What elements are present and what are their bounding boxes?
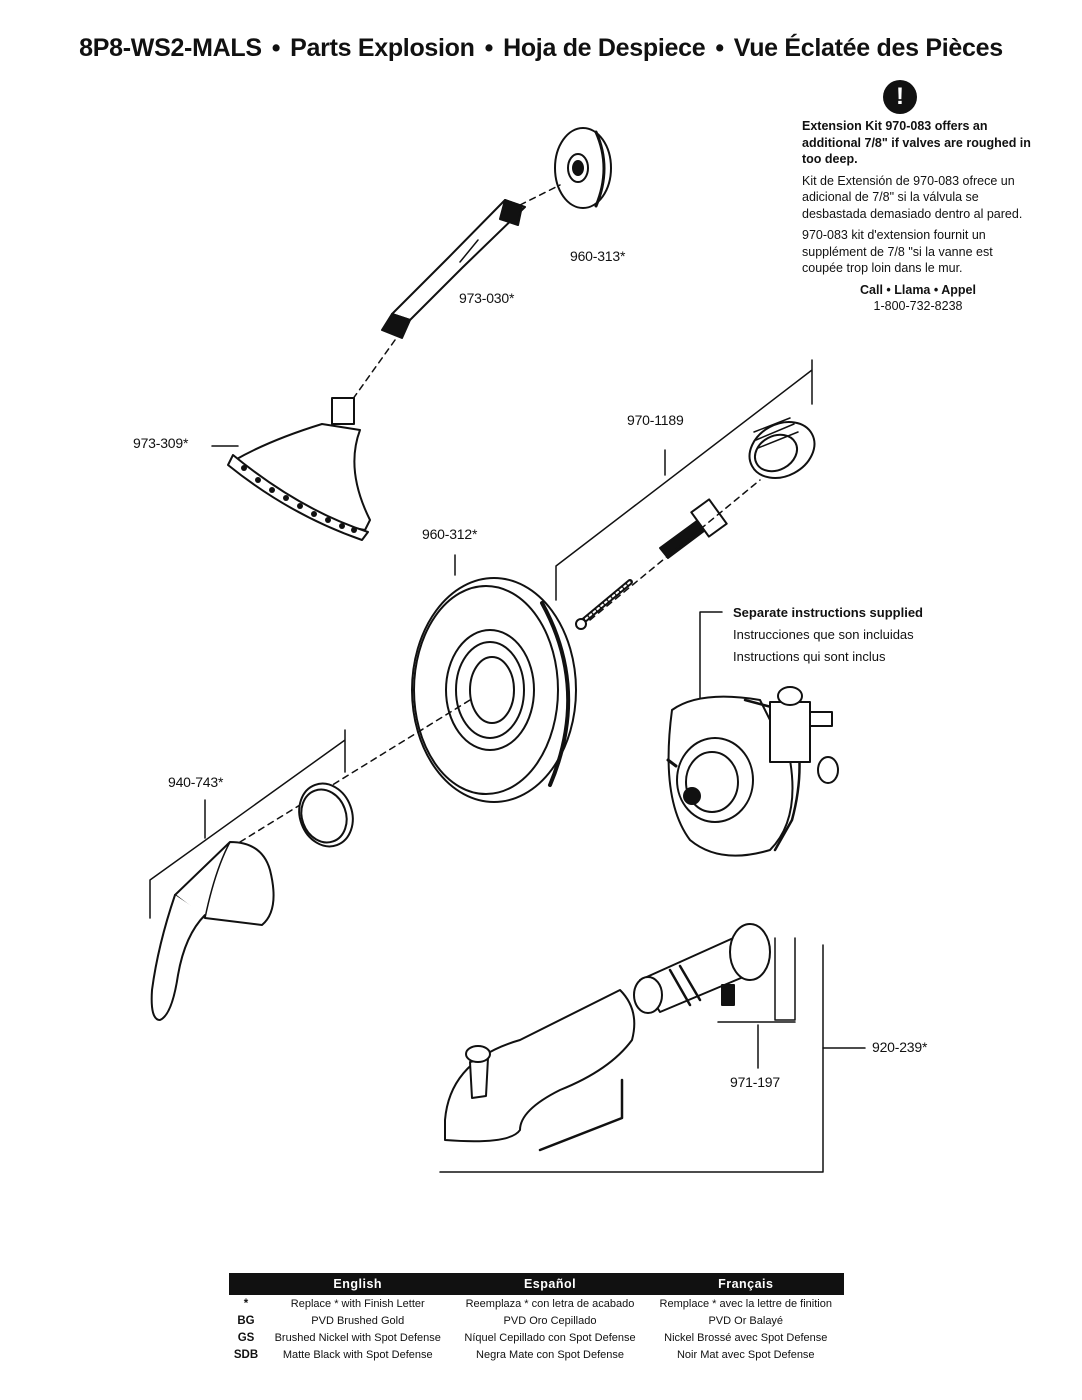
table-header-row: English Español Français xyxy=(229,1273,844,1295)
finish-spanish: Reemplaza * con letra de acabado xyxy=(465,1297,635,1310)
finish-english: Replace * with Finish Letter xyxy=(290,1297,425,1310)
shower-head-973-309-part xyxy=(227,397,371,541)
assembly-guide-line xyxy=(239,699,471,843)
extension-kit-note: Extension Kit 970-083 offers an addition… xyxy=(802,118,1034,315)
page-title: 8P8-WS2-MALS • Parts Explosion • Hoja de Des… xyxy=(0,34,1082,63)
table-header-french: Français xyxy=(647,1273,844,1295)
title-separator: • xyxy=(715,34,724,62)
valve-instructions-note: Separate instructions supplied Instrucci… xyxy=(733,602,923,668)
phone-number: 1-800-732-8238 xyxy=(873,299,963,313)
assembly-guide-line xyxy=(519,184,561,206)
assembly-guide-line xyxy=(589,479,761,621)
extension-note-english: Extension Kit 970-083 offers an addition… xyxy=(802,119,1031,166)
part-bracket xyxy=(149,729,346,919)
call-label: Call • Llama • Appel xyxy=(860,282,976,297)
part-bracket xyxy=(439,944,824,1173)
finish-code: BG xyxy=(237,1314,255,1327)
shower-arm-973-030-part xyxy=(381,199,526,339)
part-label-940-743: 940-743* xyxy=(168,774,224,790)
finish-code: * xyxy=(243,1297,249,1310)
tub-spout-part xyxy=(444,989,636,1143)
table-header-english: English xyxy=(263,1273,453,1295)
title-french: Vue Éclatée des Pièces xyxy=(733,34,1003,62)
model-number: 8P8-WS2-MALS xyxy=(79,34,262,62)
extension-note-spanish: Kit de Extensión de 970-083 ofrece un ad… xyxy=(802,173,1023,221)
valve-body-part xyxy=(666,686,839,857)
title-separator: • xyxy=(484,34,494,62)
finish-code: SDB xyxy=(233,1348,259,1361)
set-screw-part xyxy=(721,984,735,1006)
part-label-960-313: 960-313* xyxy=(570,248,626,264)
finish-french: Nickel Brossé avec Spot Defense xyxy=(664,1331,828,1344)
finish-french: Noir Mat avec Spot Defense xyxy=(676,1348,815,1361)
allen-wrench-part xyxy=(538,1078,624,1152)
title-spanish: Hoja de Despiece xyxy=(503,34,706,62)
table-header-spanish: Español xyxy=(452,1273,648,1295)
part-label-970-1189: 970-1189 xyxy=(627,412,684,428)
part-label-973-309: 973-309* xyxy=(133,435,189,451)
escutcheon-960-312-part xyxy=(411,577,577,803)
long-screw-part xyxy=(575,579,633,630)
finish-spanish: Níquel Cepillado con Spot Defense xyxy=(464,1331,636,1344)
finish-french: Remplace * avec la lettre de finition xyxy=(659,1297,832,1310)
o-ring-part xyxy=(298,782,354,848)
table-row: GS Brushed Nickel with Spot Defense Níqu… xyxy=(229,1329,844,1346)
table-header-code xyxy=(229,1273,263,1295)
part-label-960-312: 960-312* xyxy=(422,526,478,542)
title-english: Parts Explosion xyxy=(290,34,475,62)
flange-960-313-part xyxy=(554,127,612,209)
finish-spanish: Negra Mate con Spot Defense xyxy=(476,1348,624,1361)
part-bracket xyxy=(555,359,813,601)
finish-english: Brushed Nickel with Spot Defense xyxy=(274,1331,441,1344)
table-row: BG PVD Brushed Gold PVD Oro Cepillado PV… xyxy=(229,1312,844,1329)
part-label-973-030: 973-030* xyxy=(459,290,515,306)
finish-legend-table: English Español Français * Replace * wit… xyxy=(229,1273,844,1363)
title-separator: • xyxy=(271,34,281,62)
finish-french: PVD Or Balayé xyxy=(708,1314,784,1327)
leader-line xyxy=(699,611,723,701)
finish-code: GS xyxy=(237,1331,255,1344)
spout-adapter-part xyxy=(633,923,771,1014)
part-label-920-239: 920-239* xyxy=(872,1039,928,1055)
handle-940-743-part xyxy=(150,841,275,1021)
extension-sleeve-part xyxy=(748,417,816,479)
extension-note-french: 970-083 kit d'extension fournit un suppl… xyxy=(802,228,993,275)
exclamation-icon: ! xyxy=(883,80,917,114)
part-label-971-197: 971-197 xyxy=(730,1074,780,1090)
finish-spanish: PVD Oro Cepillado xyxy=(503,1314,597,1327)
valve-note-french: Instructions qui sont inclus xyxy=(733,649,886,664)
valve-note-english: Separate instructions supplied xyxy=(733,605,923,620)
finish-english: PVD Brushed Gold xyxy=(311,1314,405,1327)
table-row: * Replace * with Finish Letter Reemplaza… xyxy=(229,1295,844,1312)
valve-note-spanish: Instrucciones que son incluidas xyxy=(733,627,914,642)
stem-adapter-part xyxy=(659,498,728,559)
table-row: SDB Matte Black with Spot Defense Negra … xyxy=(229,1346,844,1363)
part-bracket xyxy=(717,937,796,1023)
finish-english: Matte Black with Spot Defense xyxy=(282,1348,433,1361)
